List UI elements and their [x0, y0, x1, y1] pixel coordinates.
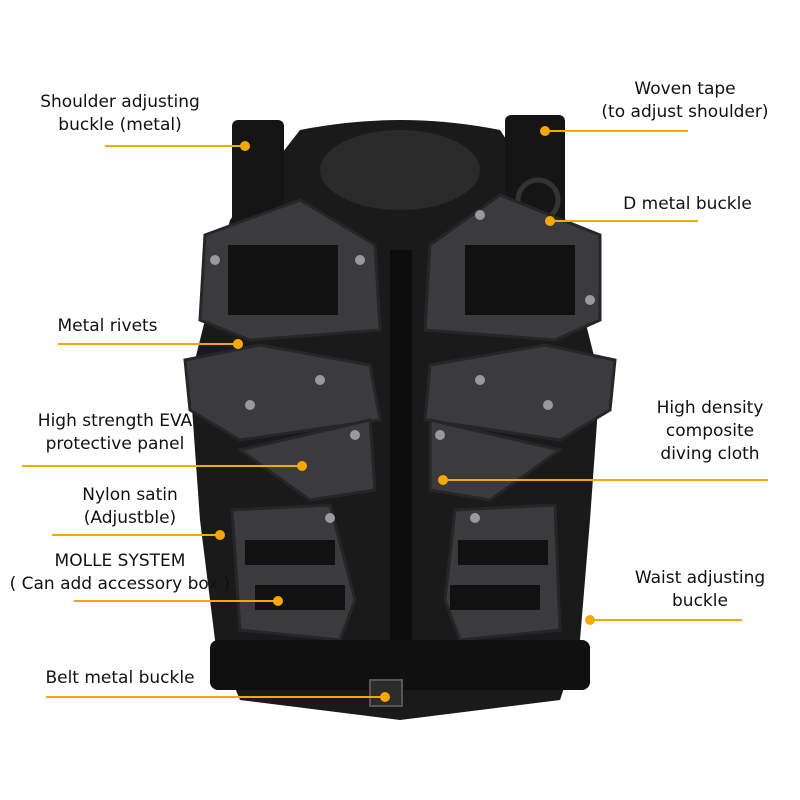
callout-dot: [540, 126, 550, 136]
callout-dot: [273, 596, 283, 606]
label-line: buckle: [672, 591, 728, 611]
callout-dot: [438, 475, 448, 485]
right-mid-panel: [423, 343, 617, 442]
molle-strap: [245, 540, 335, 565]
callout-dot: [545, 216, 555, 226]
rivet: [475, 210, 485, 220]
label-line: buckle (metal): [58, 115, 182, 135]
label-line: diving cloth: [660, 444, 760, 464]
label-line: ( Can add accessory box ): [9, 574, 231, 594]
zipper: [390, 250, 412, 670]
label-line: (to adjust shoulder): [601, 102, 769, 122]
rivet: [475, 375, 485, 385]
rivet: [210, 255, 220, 265]
label-line: protective panel: [45, 434, 185, 454]
callout-dot: [585, 615, 595, 625]
rivet: [543, 400, 553, 410]
molle-strap: [255, 585, 345, 610]
label-shoulder-buckle: Shoulder adjusting buckle (metal): [30, 91, 210, 137]
label-line: Shoulder adjusting: [40, 92, 200, 112]
right-molle-panel: [443, 503, 562, 642]
label-eva: High strength EVA protective panel: [15, 410, 215, 456]
rivet: [355, 255, 365, 265]
callout-dot: [297, 461, 307, 471]
label-molle: MOLLE SYSTEM ( Can add accessory box ): [5, 550, 235, 596]
molle-strap: [450, 585, 540, 610]
label-line: High strength EVA: [37, 411, 193, 431]
callout-dot: [380, 692, 390, 702]
rivet: [435, 430, 445, 440]
label-line: MOLLE SYSTEM: [54, 551, 186, 571]
belt: [210, 640, 590, 690]
label-line: composite: [665, 421, 755, 441]
rivet: [325, 513, 335, 523]
label-line: Nylon satin: [82, 485, 178, 505]
label-line: High density: [656, 398, 764, 418]
callout-dot: [240, 141, 250, 151]
callout-dot: [233, 339, 243, 349]
rivet: [350, 430, 360, 440]
callout-dot: [215, 530, 225, 540]
label-belt: Belt metal buckle: [35, 667, 205, 690]
label-line: Waist adjusting: [634, 568, 766, 588]
velcro-left: [228, 245, 338, 315]
label-rivets: Metal rivets: [40, 315, 175, 338]
left-molle-panel: [230, 503, 357, 642]
rivet: [470, 513, 480, 523]
label-woven-tape: Woven tape (to adjust shoulder): [585, 78, 785, 124]
label-waist: Waist adjusting buckle: [620, 567, 780, 613]
label-nylon: Nylon satin (Adjustble): [60, 484, 200, 530]
label-line: (Adjustble): [83, 508, 177, 528]
neck-opening: [320, 130, 480, 210]
label-line: D metal buckle: [623, 194, 752, 214]
label-cloth: High density composite diving cloth: [640, 397, 780, 466]
rivet: [315, 375, 325, 385]
label-d-buckle: D metal buckle: [605, 193, 770, 216]
rivet: [585, 295, 595, 305]
left-lower-panel: [236, 418, 377, 502]
label-line: Belt metal buckle: [45, 668, 195, 688]
molle-strap: [458, 540, 548, 565]
velcro-right: [465, 245, 575, 315]
rivet: [245, 400, 255, 410]
label-line: Woven tape: [634, 79, 736, 99]
label-line: Metal rivets: [57, 316, 158, 336]
left-mid-panel: [183, 343, 382, 442]
